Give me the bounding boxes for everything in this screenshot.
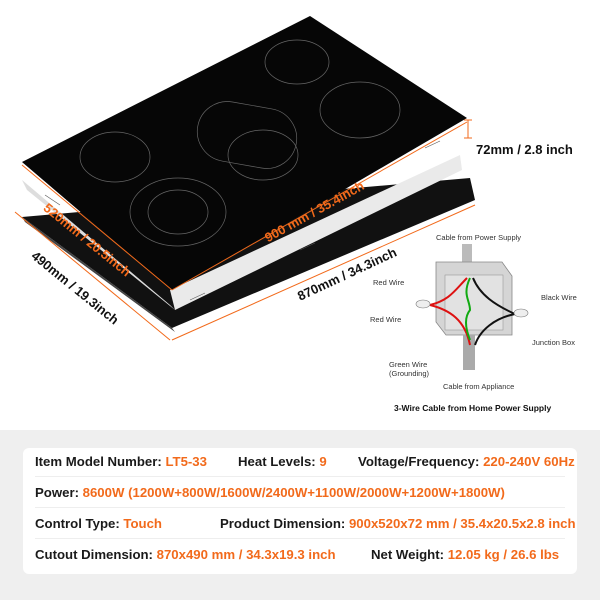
voltage-label: Voltage/Frequency: [358, 454, 480, 469]
cooktop-drawing [14, 16, 529, 370]
spec-row-3: Control Type: Touch Product Dimension: 9… [35, 510, 576, 539]
height-label: 72mm / 2.8 inch [476, 142, 573, 157]
specs-card: Item Model Number: LT5-33 Heat Levels: 9… [23, 448, 577, 574]
spec-row-1: Item Model Number: LT5-33 Heat Levels: 9… [35, 448, 575, 477]
cutout-label: Cutout Dimension: [35, 547, 153, 562]
power-value: 8600W (1200W+800W/1600W/2400W+1100W/2000… [82, 485, 505, 500]
voltage-value: 220-240V 60Hz [483, 454, 575, 469]
glass-top [22, 16, 467, 290]
cable-power-label: Cable from Power Supply [436, 233, 522, 242]
product-dim-label: Product Dimension: [220, 516, 346, 531]
model-value: LT5-33 [165, 454, 207, 469]
heat-value: 9 [319, 454, 327, 469]
product-illustration: 520mm / 20.5inch 900 mm / 35.4inch 72mm … [14, 16, 577, 413]
junction-box-diagram [415, 244, 529, 370]
green-wire-label: Green Wire [389, 360, 428, 369]
control-label: Control Type: [35, 516, 120, 531]
cable-appliance-label: Cable from Appliance [443, 382, 515, 391]
spec-row-4: Cutout Dimension: 870x490 mm / 34.3x19.3… [35, 541, 565, 569]
spec-row-2: Power: 8600W (1200W+800W/1600W/2400W+110… [35, 479, 565, 508]
weight-value: 12.05 kg / 26.6 lbs [447, 547, 560, 562]
control-value: Touch [123, 516, 162, 531]
weight-label: Net Weight: [371, 547, 445, 562]
grounding-label: (Grounding) [389, 369, 430, 378]
diagram-caption: 3-Wire Cable from Home Power Supply [394, 403, 552, 413]
black-wire-label: Black Wire [541, 293, 577, 302]
heat-label: Heat Levels: [238, 454, 316, 469]
specs-section: Item Model Number: LT5-33 Heat Levels: 9… [0, 430, 600, 600]
red-wire-label-1: Red Wire [373, 278, 405, 287]
red-wire-label-2: Red Wire [370, 315, 402, 324]
power-label: Power: [35, 485, 79, 500]
cutout-value: 870x490 mm / 34.3x19.3 inch [156, 547, 336, 562]
junction-box-label: Junction Box [532, 338, 575, 347]
model-label: Item Model Number: [35, 454, 162, 469]
product-dim-value: 900x520x72 mm / 35.4x20.5x2.8 inch [348, 516, 576, 531]
